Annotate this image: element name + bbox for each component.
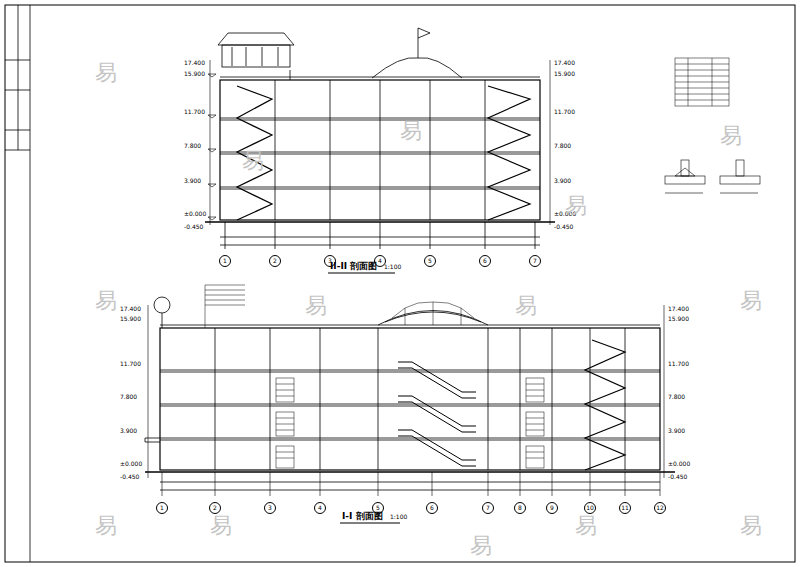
axis-bubble: 4 <box>314 502 326 514</box>
elevation-mark: 17.400 <box>553 60 576 66</box>
elevation-mark: 11.700 <box>183 109 206 115</box>
axis-bubble: 8 <box>514 502 526 514</box>
elevation-mark: -0.450 <box>553 224 574 230</box>
elevation-mark: 17.400 <box>183 60 206 66</box>
axis-number: 12 <box>656 505 664 511</box>
elevation-mark: 7.800 <box>667 394 686 400</box>
upper-section <box>205 28 555 273</box>
elevation-mark: 3.900 <box>183 178 202 184</box>
elevation-mark: 15.900 <box>667 316 690 322</box>
axis-number: 6 <box>483 258 487 264</box>
scale-note: 1:100 <box>384 264 401 270</box>
watermark: 易 <box>95 290 117 312</box>
watermark: 易 <box>400 120 422 142</box>
elevation-mark: 11.700 <box>667 361 690 367</box>
elevation-mark: ±0.000 <box>119 461 143 467</box>
elevation-mark: -0.450 <box>119 474 140 480</box>
axis-bubble: 11 <box>619 502 631 514</box>
watermark: 易 <box>305 295 327 317</box>
elevation-mark: 17.400 <box>667 306 690 312</box>
axis-number: 4 <box>318 505 322 511</box>
elevation-mark: 11.700 <box>119 361 142 367</box>
axis-number: 4 <box>378 258 382 264</box>
axis-bubble: 6 <box>426 502 438 514</box>
watermark: 易 <box>720 125 742 147</box>
elevation-mark: 3.900 <box>119 428 138 434</box>
watermark: 易 <box>95 515 117 537</box>
axis-number: 3 <box>268 505 272 511</box>
elevation-mark: 3.900 <box>553 178 572 184</box>
elevation-mark: 3.900 <box>667 428 686 434</box>
axis-number: 7 <box>533 258 537 264</box>
section-title: II-II 剖面图 <box>330 262 377 271</box>
axis-bubble: 7 <box>482 502 494 514</box>
axis-number: 2 <box>273 258 277 264</box>
axis-number: 2 <box>213 505 217 511</box>
axis-bubble: 2 <box>269 255 281 267</box>
axis-number: 5 <box>428 258 432 264</box>
axis-number: 7 <box>486 505 490 511</box>
axis-bubble: 2 <box>209 502 221 514</box>
elevation-mark: 17.400 <box>119 306 142 312</box>
elevation-mark: 7.800 <box>119 394 138 400</box>
axis-number: 9 <box>550 505 554 511</box>
axis-bubble: 5 <box>424 255 436 267</box>
axis-bubble: 1 <box>156 502 168 514</box>
axis-bubble: 7 <box>529 255 541 267</box>
schedule-table <box>675 58 729 106</box>
watermark: 易 <box>740 290 762 312</box>
axis-number: 5 <box>376 505 380 511</box>
axis-bubble: 3 <box>264 502 276 514</box>
axis-bubble: 9 <box>546 502 558 514</box>
elevation-mark: 7.800 <box>183 143 202 149</box>
elevation-mark: 7.800 <box>553 143 572 149</box>
elevation-mark: 15.900 <box>553 71 576 77</box>
elevation-mark: -0.450 <box>183 224 204 230</box>
axis-number: 1 <box>160 505 164 511</box>
watermark: 易 <box>575 515 597 537</box>
elevation-mark: 15.900 <box>183 71 206 77</box>
detail-sketch <box>665 160 760 193</box>
axis-bubble: 1 <box>219 255 231 267</box>
watermark: 易 <box>210 515 232 537</box>
axis-bubble: 10 <box>584 502 596 514</box>
axis-number: 6 <box>430 505 434 511</box>
watermark: 易 <box>242 150 264 172</box>
elevation-mark: -0.450 <box>667 474 688 480</box>
watermark: 易 <box>95 62 117 84</box>
watermark: 易 <box>470 535 492 557</box>
axis-number: 1 <box>223 258 227 264</box>
section-title: I-I 剖面图 <box>342 512 383 521</box>
watermark: 易 <box>515 295 537 317</box>
axis-number: 11 <box>621 505 629 511</box>
axis-number: 8 <box>518 505 522 511</box>
axis-number: 10 <box>586 505 594 511</box>
lower-section <box>145 285 675 523</box>
elevation-mark: 15.900 <box>119 316 142 322</box>
axis-bubble: 12 <box>654 502 666 514</box>
watermark: 易 <box>565 195 587 217</box>
elevation-mark: ±0.000 <box>183 211 207 217</box>
axis-bubble: 6 <box>479 255 491 267</box>
watermark: 易 <box>740 515 762 537</box>
scale-note: 1:100 <box>390 514 407 520</box>
elevation-mark: ±0.000 <box>667 461 691 467</box>
elevation-mark: 11.700 <box>553 109 576 115</box>
